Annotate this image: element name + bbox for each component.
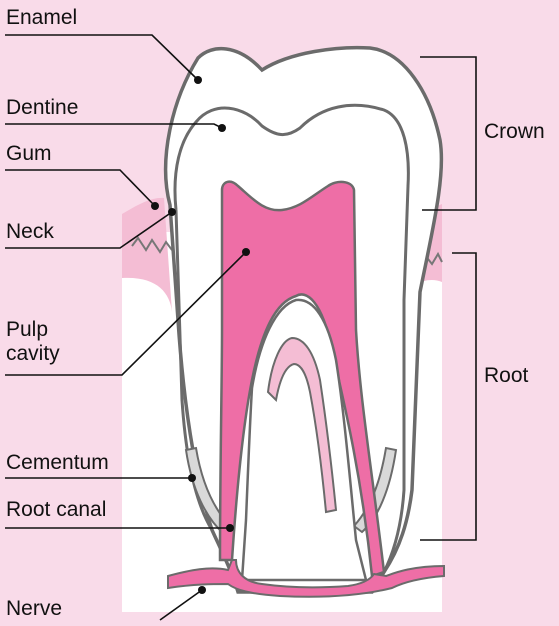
dentine-dot [218, 124, 226, 132]
cementum-label: Cementum [6, 451, 109, 475]
neck-label: Neck [6, 220, 54, 244]
root-canal-dot [226, 524, 234, 532]
gum-leader [5, 170, 155, 206]
pulp-cavity-label: Pulp cavity [6, 318, 60, 366]
gum-dot [151, 202, 159, 210]
enamel-label: Enamel [6, 6, 77, 30]
cementum-dot [188, 474, 196, 482]
nerve-label: Nerve [6, 597, 62, 621]
nerve-dot [198, 586, 206, 594]
neck-dot [168, 208, 176, 216]
enamel-leader [5, 35, 198, 80]
root-label: Root [484, 364, 528, 388]
dentine-label: Dentine [6, 96, 78, 120]
crown-label: Crown [484, 120, 545, 144]
gum-label: Gum [6, 142, 52, 166]
root-canal-label: Root canal [6, 498, 106, 522]
enamel-dot [194, 76, 202, 84]
pulp-dot [242, 248, 250, 256]
